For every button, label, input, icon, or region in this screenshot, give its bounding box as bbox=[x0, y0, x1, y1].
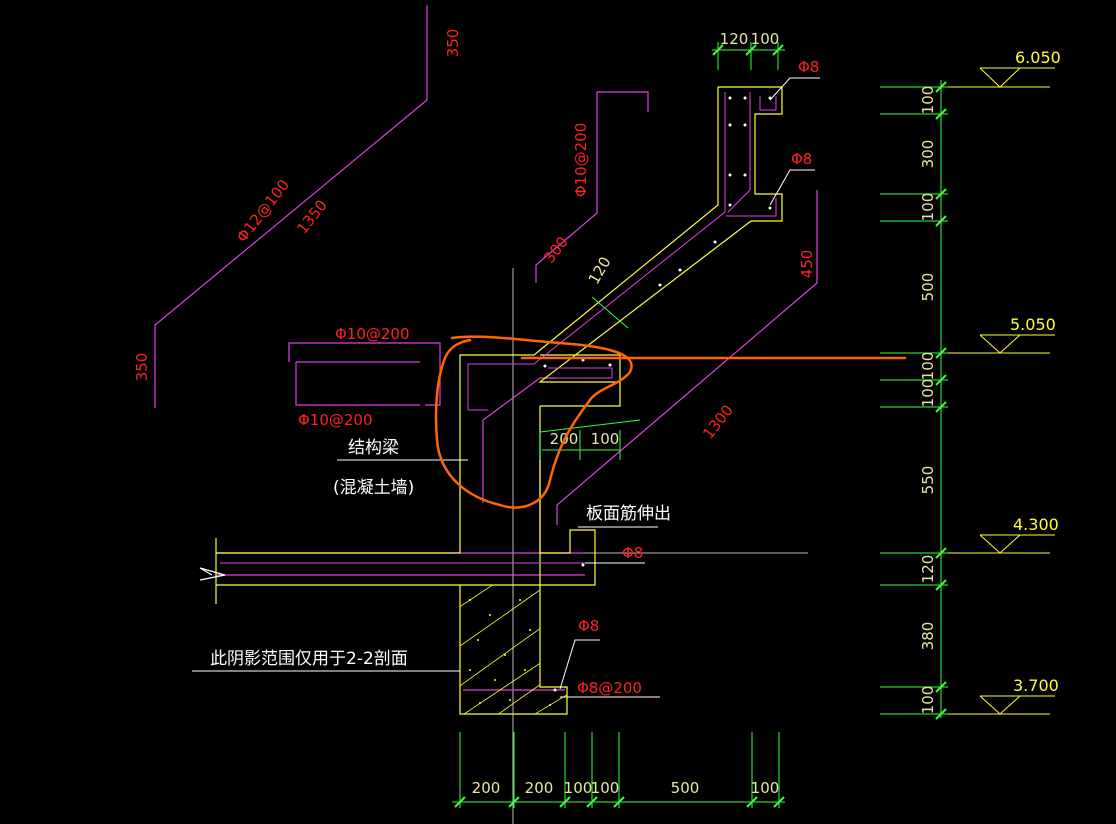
concrete-outlines bbox=[199, 86, 783, 715]
right-dim-8: 120 bbox=[919, 555, 937, 584]
mid-dim-100: 100 bbox=[591, 430, 620, 448]
elevation-markers bbox=[948, 67, 1055, 715]
orange-markup bbox=[434, 335, 907, 509]
rebar-label-phi8-d: Φ8 bbox=[578, 617, 599, 635]
note-wall: (混凝土墙) bbox=[333, 478, 414, 498]
note-slab-bar: 板面筋伸出 bbox=[586, 504, 671, 524]
right-dim-1: 100 bbox=[919, 86, 937, 115]
slope-dim-350-top: 350 bbox=[444, 29, 462, 58]
note-leaders bbox=[192, 459, 658, 672]
internal-rebar bbox=[220, 92, 777, 564]
note-hatch: 此阴影范围仅用于2-2剖面 bbox=[210, 649, 408, 669]
right-dimension-labels: 100 300 100 500 100 100 550 120 380 100 bbox=[919, 86, 937, 715]
bottom-dim-3: 100 bbox=[564, 779, 593, 797]
notes: 结构梁 (混凝土墙) 板面筋伸出 此阴影范围仅用于2-2剖面 bbox=[210, 438, 671, 669]
right-dim-2: 300 bbox=[919, 140, 937, 169]
slope-dim-450: 450 bbox=[798, 250, 816, 279]
right-dim-6: 100 bbox=[919, 379, 937, 408]
right-dim-7: 550 bbox=[919, 466, 937, 495]
bottom-dim-1: 200 bbox=[472, 779, 501, 797]
rebar-dots bbox=[543, 96, 772, 692]
slope-dim-1350: 1350 bbox=[293, 196, 331, 237]
right-dimension-chain bbox=[880, 80, 948, 720]
bottom-dim-2: 200 bbox=[525, 779, 554, 797]
note-beam: 结构梁 bbox=[348, 438, 399, 458]
top-dim-2: 100 bbox=[751, 30, 780, 48]
bottom-dimension-chain bbox=[452, 732, 785, 808]
bar-shape-diagrams bbox=[154, 5, 818, 691]
slope-dimension-lines bbox=[539, 296, 641, 460]
rebar-label-phi10-200-bottom: Φ10@200 bbox=[298, 411, 373, 429]
bottom-dim-5: 500 bbox=[671, 779, 700, 797]
right-dim-10: 100 bbox=[919, 686, 937, 715]
slope-dim-120: 120 bbox=[585, 254, 615, 288]
rebar-label-phi8-c: Φ8 bbox=[622, 544, 643, 562]
rebar-label-phi8-b: Φ8 bbox=[791, 150, 812, 168]
footing-dots bbox=[469, 599, 551, 706]
rebar-leaders bbox=[559, 77, 820, 698]
right-dim-9: 380 bbox=[919, 622, 937, 651]
elevation-label-2: 5.050 bbox=[1010, 315, 1056, 334]
rebar-labels: Φ12@100 Φ10@200 Φ10@200 Φ10@200 Φ8 Φ8 Φ8… bbox=[233, 58, 819, 697]
rebar-label-phi10-200-top: Φ10@200 bbox=[335, 325, 410, 343]
bottom-dim-4: 100 bbox=[591, 779, 620, 797]
slope-dim-350-left: 350 bbox=[133, 353, 151, 382]
bottom-dim-6: 100 bbox=[751, 779, 780, 797]
elevation-label-3: 4.300 bbox=[1013, 515, 1059, 534]
top-dim-1: 120 bbox=[720, 30, 749, 48]
bottom-dimension-labels: 200 200 100 100 500 100 bbox=[472, 779, 780, 797]
right-dim-3: 100 bbox=[919, 193, 937, 222]
rebar-label-phi8-200: Φ8@200 bbox=[577, 679, 642, 697]
elevation-label-4: 3.700 bbox=[1013, 676, 1059, 695]
right-dim-5: 100 bbox=[919, 352, 937, 381]
rebar-label-phi8-a: Φ8 bbox=[798, 58, 819, 76]
right-dim-4: 500 bbox=[919, 273, 937, 302]
elevation-label-1: 6.050 bbox=[1015, 48, 1061, 67]
slope-dim-1300: 1300 bbox=[699, 401, 737, 442]
top-dimension bbox=[712, 42, 785, 70]
rebar-label-phi10-200-vertical: Φ10@200 bbox=[572, 123, 590, 198]
